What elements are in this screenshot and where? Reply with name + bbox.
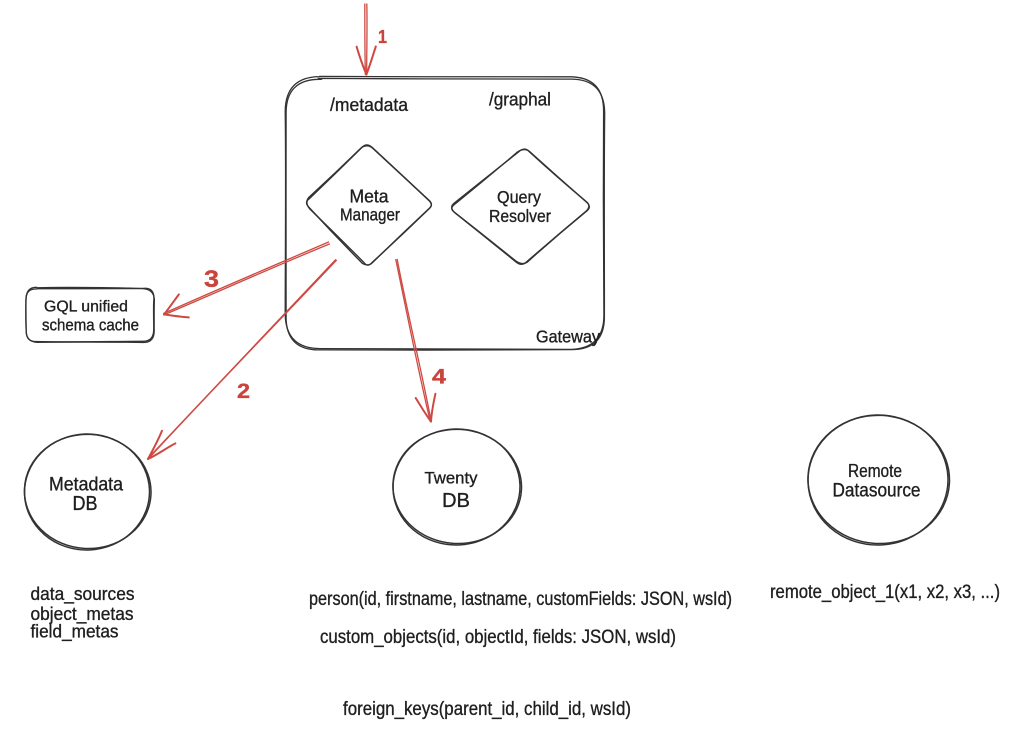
svg-text:DB: DB — [442, 490, 470, 512]
svg-text:object_metas: object_metas — [31, 603, 134, 625]
svg-text:4: 4 — [432, 366, 446, 389]
svg-text:Metadata: Metadata — [49, 475, 123, 496]
svg-text:1: 1 — [378, 27, 387, 47]
svg-text:Datasource: Datasource — [833, 481, 921, 502]
svg-text:Manager: Manager — [340, 205, 400, 225]
svg-text:/graphal: /graphal — [489, 90, 551, 110]
svg-text:Gateway: Gateway — [536, 327, 600, 347]
svg-text:DB: DB — [73, 493, 98, 515]
svg-text:custom_objects(id, objectId, f: custom_objects(id, objectId, fields: JSO… — [320, 627, 676, 648]
svg-text:remote_object_1(x1, x2, x3, ..: remote_object_1(x1, x2, x3, ...) — [770, 582, 1000, 603]
svg-text:Resolver: Resolver — [489, 206, 551, 226]
svg-text:Remote: Remote — [848, 461, 902, 481]
svg-text:field_metas: field_metas — [31, 621, 119, 643]
svg-text:/metadata: /metadata — [330, 95, 409, 115]
svg-text:GQL unified: GQL unified — [44, 299, 128, 316]
svg-text:data_sources: data_sources — [31, 583, 135, 605]
svg-text:schema cache: schema cache — [42, 317, 139, 335]
svg-text:Meta: Meta — [350, 187, 390, 207]
svg-text:person(id, firstname, lastname: person(id, firstname, lastname, customFi… — [309, 589, 732, 610]
svg-text:Query: Query — [497, 187, 541, 207]
svg-text:3: 3 — [204, 266, 219, 293]
svg-text:2: 2 — [237, 380, 250, 403]
svg-text:Twenty: Twenty — [425, 469, 478, 488]
svg-text:foreign_keys(parent_id, child_: foreign_keys(parent_id, child_id, wsId) — [343, 699, 631, 720]
